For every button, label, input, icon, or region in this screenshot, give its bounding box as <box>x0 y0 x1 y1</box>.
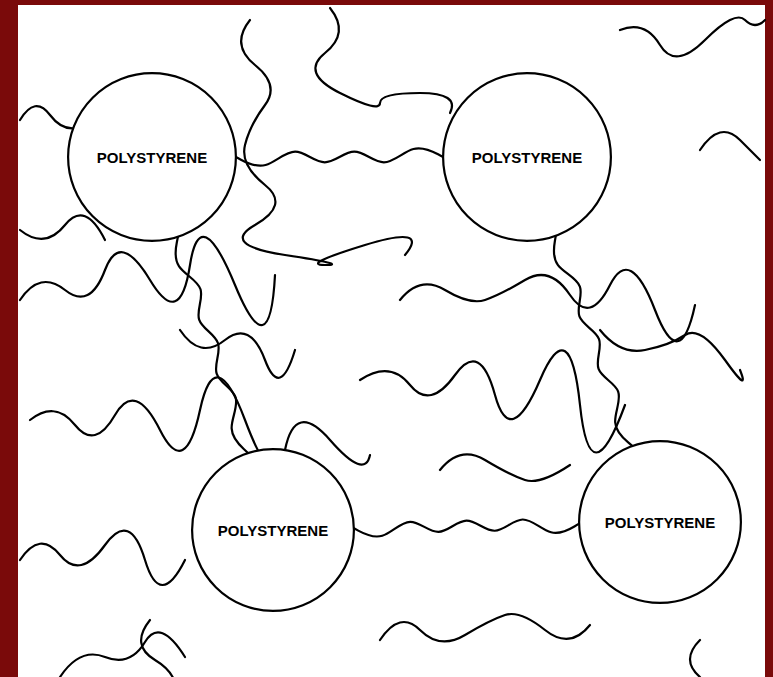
chain <box>20 237 275 325</box>
chain <box>690 640 700 677</box>
chain <box>60 632 185 677</box>
chain <box>241 20 412 265</box>
polystyrene-domain: POLYSTYRENE <box>191 448 355 612</box>
polystyrene-domain: POLYSTYRENE <box>578 440 742 604</box>
chain <box>30 377 370 469</box>
chain <box>700 132 760 160</box>
chain <box>20 215 105 240</box>
chain <box>315 8 452 113</box>
chain <box>20 531 185 585</box>
chain <box>400 270 695 342</box>
chain <box>600 330 743 380</box>
domain-label: POLYSTYRENE <box>605 514 715 531</box>
rubber-chain-link <box>176 237 248 453</box>
chain <box>180 330 295 378</box>
domain-label: POLYSTYRENE <box>218 522 328 539</box>
chain <box>141 620 176 677</box>
rubber-chain-link <box>236 148 443 165</box>
domain-label: POLYSTYRENE <box>97 149 207 166</box>
domain-label: POLYSTYRENE <box>472 149 582 166</box>
polystyrene-domain: POLYSTYRENE <box>442 72 612 242</box>
rubber-chain-link <box>354 520 579 537</box>
rubber-chain-link <box>554 236 632 446</box>
chain <box>620 18 765 57</box>
chain <box>380 614 590 641</box>
chain <box>360 350 625 452</box>
polystyrene-domain: POLYSTYRENE <box>67 72 237 242</box>
chain <box>440 454 570 481</box>
